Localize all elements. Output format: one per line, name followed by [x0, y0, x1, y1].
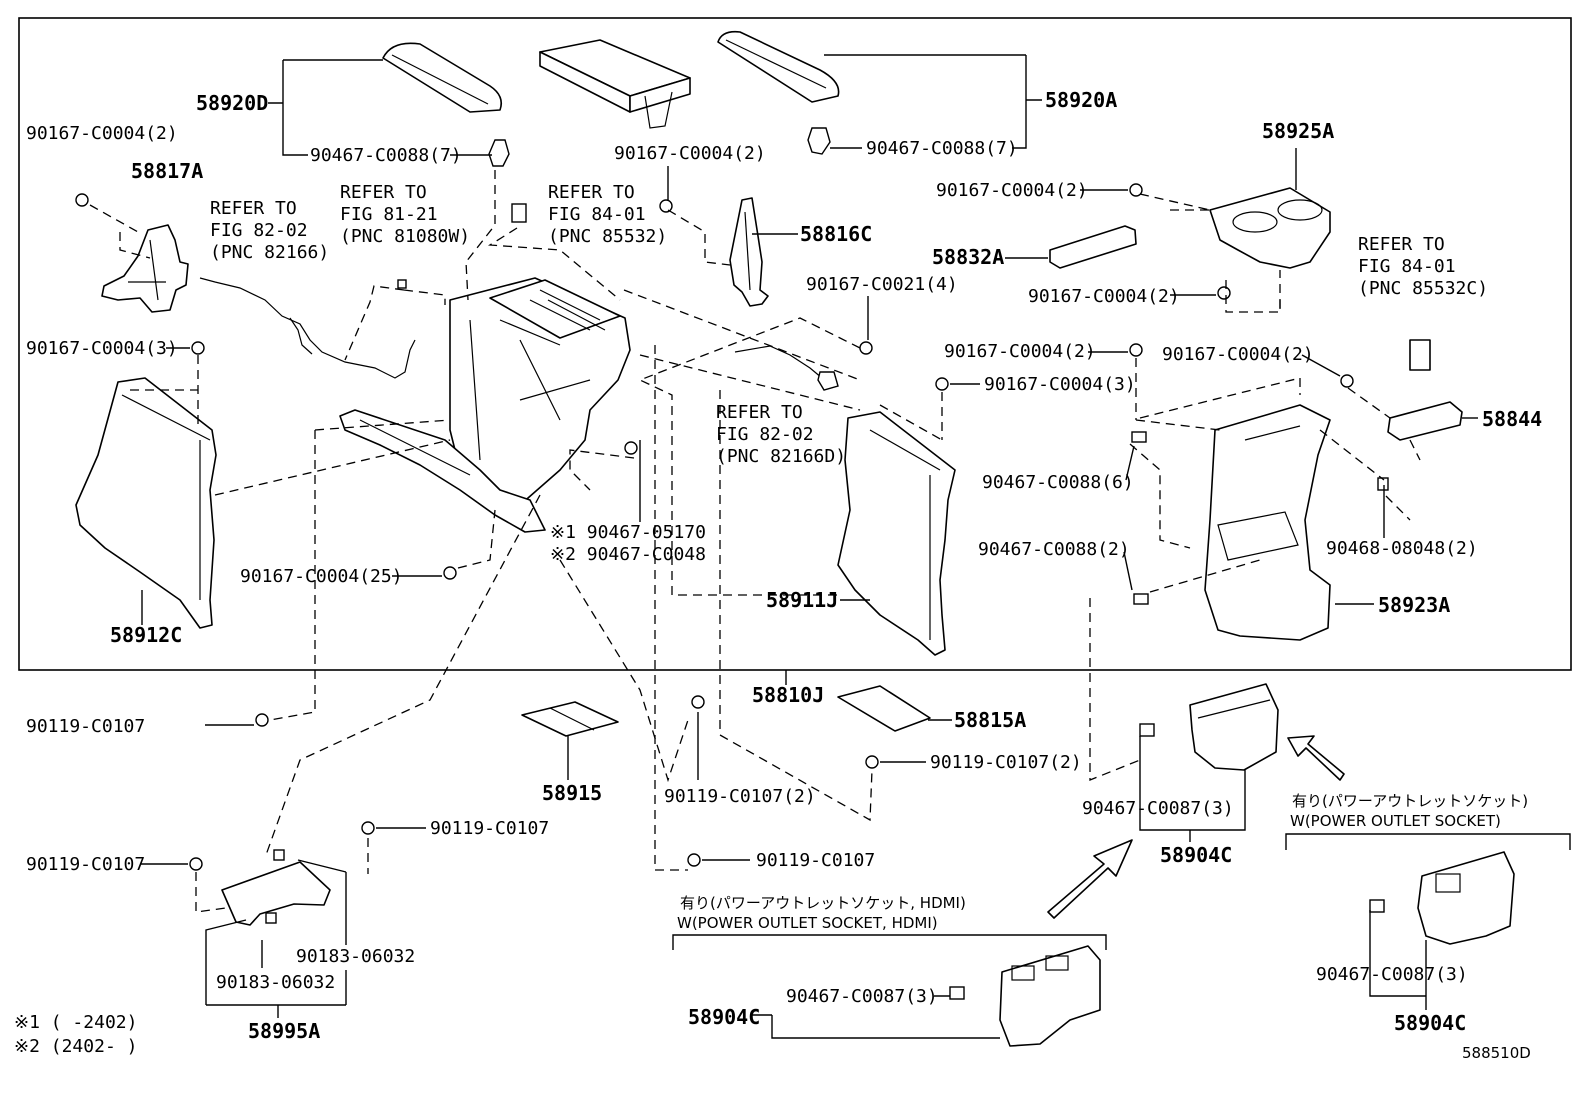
variant-label-jp: 有り(パワーアウトレットソケット, HDMI)	[680, 894, 966, 912]
part-label-58810J: 58810J	[752, 683, 824, 707]
bracket-58832A-drawing	[1049, 225, 1137, 269]
fastener-label: 90119-C0107(2)	[664, 786, 816, 807]
outlet-housing-58904C-a-drawing	[1139, 683, 1279, 771]
svg-text:REFER TO: REFER TO	[340, 182, 427, 203]
refer-note: REFER TO FIG 84-01 (PNC 85532)	[548, 182, 667, 247]
part-label-58816C: 58816C	[800, 222, 872, 246]
wire-harness-82166D-drawing	[734, 345, 839, 391]
part-label-58911J: 58911J	[766, 588, 838, 612]
fastener-label: 90183-06032	[216, 972, 335, 993]
refer-note: REFER TO FIG 82-02 (PNC 82166)	[210, 198, 329, 263]
assembly-frame	[18, 17, 1572, 671]
svg-text:(PNC 81080W): (PNC 81080W)	[340, 226, 470, 247]
svg-text:(PNC 82166D): (PNC 82166D)	[716, 446, 846, 467]
variant-label-jp: 有り(パワーアウトレットソケット)	[1292, 792, 1528, 810]
fastener-label: 90167-C0004(2)	[1028, 286, 1180, 307]
svg-text:(PNC 85532): (PNC 85532)	[548, 226, 667, 247]
part-label-58817A: 58817A	[131, 159, 203, 183]
armrest-pad-58920D-drawing	[382, 42, 510, 167]
fastener-label: 90119-C0107	[430, 818, 549, 839]
rear-panel-58923A-drawing	[1204, 404, 1331, 641]
mat-58915-drawing	[521, 701, 619, 737]
console-body-drawing	[339, 277, 631, 533]
svg-text:REFER TO: REFER TO	[210, 198, 297, 219]
footnote: ※1 ( -2402)	[14, 1012, 137, 1033]
fastener-label: 90119-C0107	[756, 850, 875, 871]
fastener-label: 90468-08048(2)	[1326, 538, 1478, 559]
part-label-58920A: 58920A	[1045, 88, 1117, 112]
fastener-label: ※2 90467-C0048	[550, 544, 706, 565]
fastener-label: 90167-C0004(25)	[240, 566, 403, 587]
part-label-58995A: 58995A	[248, 1019, 320, 1043]
fastener-label: 90467-C0088(6)	[982, 472, 1134, 493]
fastener-label: 90467-C0088(7)	[866, 138, 1018, 159]
side-panel-58912C-drawing	[75, 377, 217, 629]
svg-text:(PNC 82166): (PNC 82166)	[210, 242, 329, 263]
refer-note: REFER TO FIG 81-21 (PNC 81080W)	[340, 182, 470, 247]
svg-text:(PNC 85532C): (PNC 85532C)	[1358, 278, 1488, 299]
outlet-housing-58904C-b-drawing	[949, 945, 1101, 1047]
fastener-label: 90167-C0004(2)	[614, 143, 766, 164]
fastener-label: 90467-C0088(2)	[978, 539, 1130, 560]
bracket-58995A-drawing	[221, 849, 331, 926]
bracket-58817A-drawing	[101, 224, 189, 313]
variant-label-en: W(POWER OUTLET SOCKET)	[1290, 812, 1501, 830]
refer-note: REFER TO FIG 82-02 (PNC 82166D)	[716, 402, 846, 467]
fastener-label: 90167-C0004(3)	[984, 374, 1136, 395]
fastener-label: 90167-C0021(4)	[806, 274, 958, 295]
outlet-housing-58904C-c-drawing	[1369, 851, 1515, 945]
part-label-58815A: 58815A	[954, 708, 1026, 732]
fastener-label: 90467-C0087(3)	[1316, 964, 1468, 985]
bracket-58844-drawing	[1387, 339, 1463, 441]
arrow-icon	[1047, 839, 1133, 919]
fastener-glyphs	[75, 183, 1389, 871]
arrow-icon	[1287, 735, 1345, 781]
part-label-58904C: 58904C	[1160, 843, 1232, 867]
fastener-label: ※1 90467-05170	[550, 522, 706, 543]
fastener-label: 90167-C0004(2)	[26, 123, 178, 144]
fastener-label: 90183-06032	[296, 946, 415, 967]
svg-text:FIG 81-21: FIG 81-21	[340, 204, 438, 225]
svg-text:FIG 82-02: FIG 82-02	[210, 220, 308, 241]
svg-text:FIG 82-02: FIG 82-02	[716, 424, 814, 445]
side-panel-58911J-drawing	[837, 411, 956, 656]
svg-text:REFER TO: REFER TO	[1358, 234, 1445, 255]
fastener-label: 90167-C0004(2)	[944, 341, 1096, 362]
part-label-58912C: 58912C	[110, 623, 182, 647]
fastener-label: 90119-C0107(2)	[930, 752, 1082, 773]
fastener-label: 90167-C0004(2)	[936, 180, 1088, 201]
part-label-58844: 58844	[1482, 407, 1542, 431]
part-label-58915: 58915	[542, 781, 602, 805]
pad-58815A-drawing	[837, 685, 931, 732]
fastener-label: 90167-C0004(3)	[26, 338, 178, 359]
leader-lines	[140, 54, 1478, 1039]
variant-label-en: W(POWER OUTLET SOCKET, HDMI)	[677, 914, 938, 932]
part-label-58920D: 58920D	[196, 91, 268, 115]
fastener-label: 90167-C0004(2)	[1162, 344, 1314, 365]
wire-harness-drawing	[199, 277, 416, 379]
fastener-label: 90467-C0087(3)	[1082, 798, 1234, 819]
svg-text:FIG 84-01: FIG 84-01	[1358, 256, 1456, 277]
refer-note: REFER TO FIG 84-01 (PNC 85532C)	[1358, 234, 1488, 299]
fastener-label: 90467-C0087(3)	[786, 986, 938, 1007]
part-label-58904C: 58904C	[688, 1005, 760, 1029]
fastener-label: 90119-C0107	[26, 716, 145, 737]
armrest-pad-58920A-drawing	[717, 30, 840, 155]
fastener-label: 90119-C0107	[26, 854, 145, 875]
svg-text:REFER TO: REFER TO	[548, 182, 635, 203]
fastener-label: 90467-C0088(7)	[310, 145, 462, 166]
part-label-58904C: 58904C	[1394, 1011, 1466, 1035]
cup-holder-58925A-drawing	[1209, 187, 1331, 269]
part-label-58832A: 58832A	[932, 245, 1004, 269]
footnote: ※2 (2402- )	[14, 1036, 137, 1057]
assembly-lines	[89, 170, 1421, 913]
bracket-58816C-drawing	[729, 197, 769, 307]
console-lid-drawing	[539, 39, 691, 129]
figure-id: 588510D	[1462, 1044, 1531, 1062]
svg-text:REFER TO: REFER TO	[716, 402, 803, 423]
svg-text:FIG 84-01: FIG 84-01	[548, 204, 646, 225]
part-label-58923A: 58923A	[1378, 593, 1450, 617]
part-label-58925A: 58925A	[1262, 119, 1334, 143]
